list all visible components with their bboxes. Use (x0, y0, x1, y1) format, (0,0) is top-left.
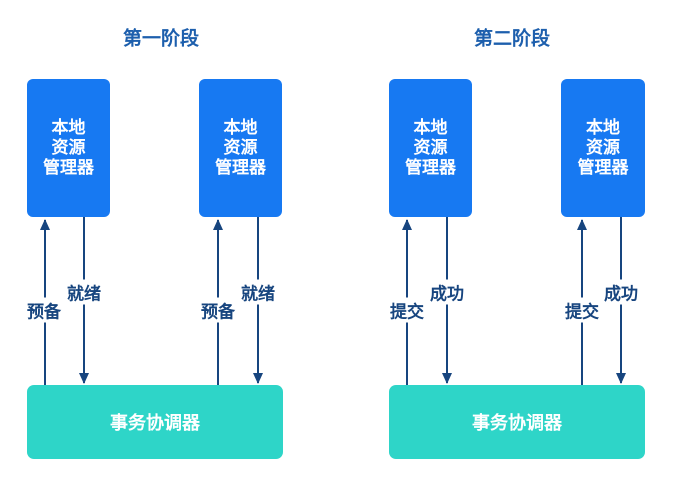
coordinator-label: 事务协调器 (110, 413, 200, 433)
resource-manager-label-line3: 管理器 (577, 158, 629, 177)
phase2-resource-manager-box-2: 本地 资源 管理器 (561, 79, 645, 217)
phase2-title: 第二阶段 (473, 28, 551, 50)
resource-manager-label: 本地 资源 管理器 (215, 118, 266, 178)
resource-manager-label-line1: 本地 (223, 118, 258, 137)
phase1-prepare-label-2: 预备 (199, 297, 237, 323)
phase1-resource-manager-box-1: 本地 资源 管理器 (27, 79, 110, 217)
resource-manager-label-line3: 管理器 (405, 158, 456, 177)
phase2-resource-manager-box-1: 本地 资源 管理器 (389, 79, 472, 217)
resource-manager-label: 本地 资源 管理器 (578, 118, 629, 178)
phase1-ready-label-1: 就绪 (65, 279, 103, 305)
resource-manager-label-line1: 本地 (586, 118, 620, 137)
phase1-ready-label-2: 就绪 (239, 279, 277, 305)
resource-manager-label-line2: 资源 (223, 138, 258, 157)
resource-manager-label: 本地 资源 管理器 (43, 118, 94, 178)
phase2-success-label-2: 成功 (602, 279, 640, 305)
phase2-commit-label-2: 提交 (563, 297, 601, 323)
resource-manager-label-line3: 管理器 (215, 158, 266, 177)
phase1-prepare-label-1: 预备 (25, 297, 63, 323)
resource-manager-label-line2: 资源 (586, 138, 620, 157)
phase1-resource-manager-box-2: 本地 资源 管理器 (199, 79, 282, 217)
resource-manager-label-line1: 本地 (51, 118, 86, 137)
resource-manager-label: 本地 资源 管理器 (405, 118, 456, 178)
resource-manager-label-line3: 管理器 (43, 158, 94, 177)
coordinator-label: 事务协调器 (472, 413, 562, 433)
resource-manager-label-line2: 资源 (51, 138, 86, 157)
phase1-coordinator-box: 事务协调器 (27, 385, 283, 459)
resource-manager-label-line2: 资源 (413, 138, 448, 157)
phase2-success-label-1: 成功 (428, 279, 466, 305)
phase1-title: 第一阶段 (122, 28, 200, 50)
phase2-coordinator-box: 事务协调器 (389, 385, 645, 459)
phase2-commit-label-1: 提交 (388, 297, 426, 323)
resource-manager-label-line1: 本地 (413, 118, 448, 137)
